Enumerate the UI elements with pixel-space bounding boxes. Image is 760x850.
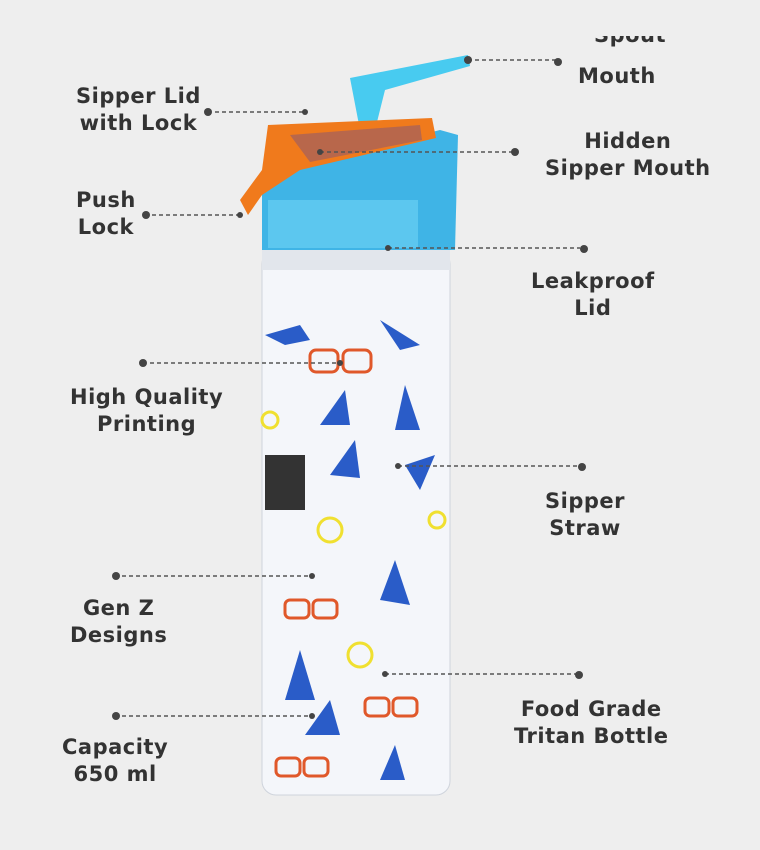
- callout-dots: [112, 56, 588, 720]
- hidden-sipper-label: Hidden Sipper Mouth: [545, 129, 711, 180]
- spout-label-clipped: Spout: [580, 36, 680, 50]
- sipper-straw-label: Sipper Straw: [545, 489, 625, 540]
- print-pattern: [265, 320, 435, 780]
- lid: [240, 118, 458, 250]
- spout-label-line1: Spout: [580, 36, 680, 49]
- spout-mouth-label: Mouth: [578, 64, 656, 88]
- food-grade-label: Food Grade Tritan Bottle: [514, 697, 669, 748]
- sun-print: [260, 410, 447, 669]
- high-quality-label: High Quality Printing: [70, 385, 224, 436]
- gen-z-label: Gen Z Designs: [70, 596, 168, 647]
- straw-spout: [350, 55, 470, 130]
- sipper-lid-label: Sipper Lid with Lock: [76, 84, 201, 135]
- push-lock-label: Push Lock: [76, 188, 136, 239]
- bottle-body: [261, 249, 451, 796]
- capacity-label: Capacity 650 ml: [62, 735, 169, 786]
- leakproof-lid-label: Leakproof Lid: [531, 269, 655, 320]
- callout-lines: [122, 59, 580, 717]
